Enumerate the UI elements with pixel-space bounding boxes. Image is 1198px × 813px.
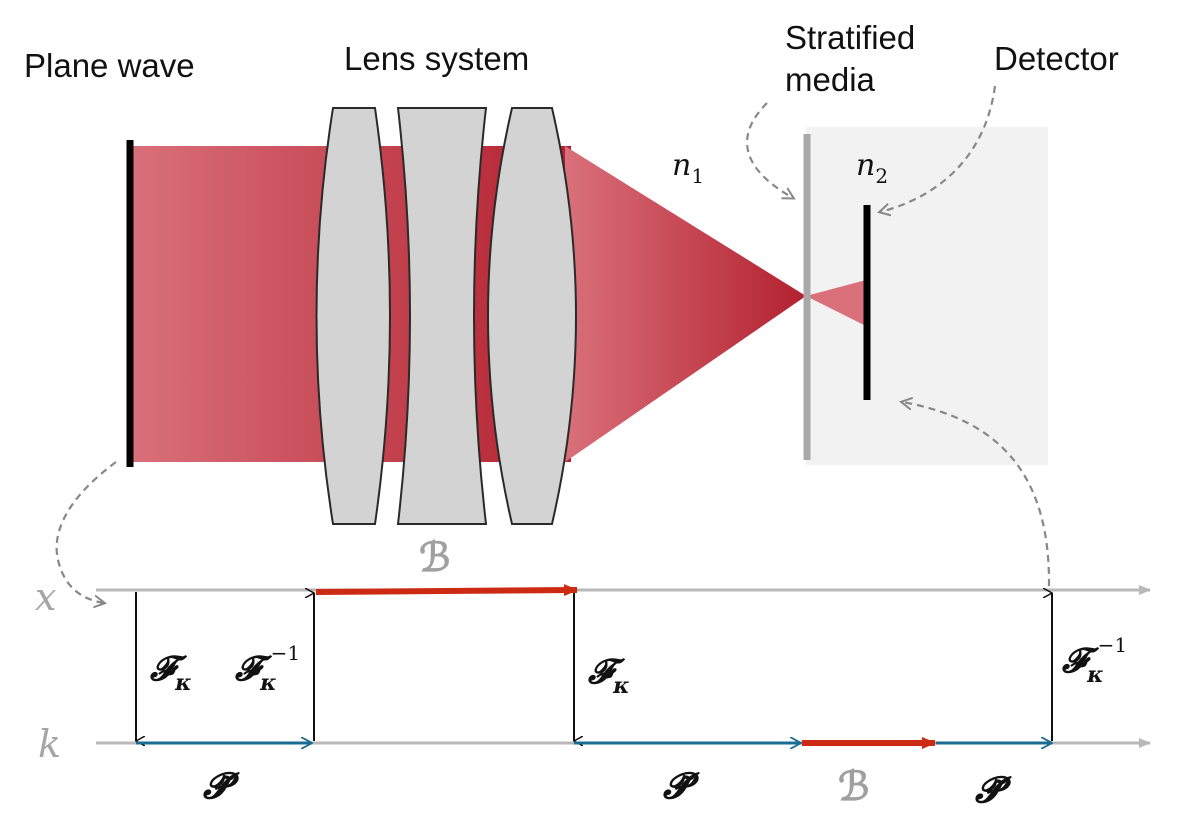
detector-pointer [880, 85, 997, 212]
plane-wave-label: Plane wave [24, 47, 195, 84]
n2-label: n2 [856, 148, 888, 188]
transmitted-beam [806, 280, 866, 326]
converging-beam [565, 146, 806, 462]
lens-3-biconvex [487, 107, 577, 525]
inverse-fourier-label-1: 𝓕κ−1 [234, 641, 300, 696]
stratified-media-label-line2: media [785, 61, 876, 98]
lens-operator-arrow-x [315, 584, 578, 597]
stratified-media-label-line1: Stratified [785, 19, 915, 56]
lens-system-label: Lens system [344, 40, 529, 77]
k-axis-label: k [38, 722, 61, 766]
x-axis-label: x [35, 575, 56, 619]
propagation-P-label-2: 𝓟̃ [663, 765, 700, 807]
interface-operator-B-label: ℬ [838, 765, 869, 808]
x-to-detector-pointer [902, 402, 1051, 587]
plane-wave-to-x-pointer [55, 461, 117, 603]
fourier-label-2: 𝓕κ [587, 652, 630, 699]
stratified-media-pointer [745, 102, 793, 198]
inverse-fourier-label-2: 𝓕κ−1 [1061, 633, 1127, 688]
propagation-P-label-1: 𝓟̃ [203, 765, 240, 807]
lens-operator-B-label: ℬ [419, 536, 450, 580]
detector-label: Detector [994, 40, 1119, 77]
lens-1-biconvex [315, 107, 391, 525]
n1-label: n1 [672, 148, 704, 188]
lens-2-biconcave [396, 107, 488, 525]
propagation-P-label-3: 𝓟̃ [975, 769, 1012, 808]
fourier-label-1: 𝓕κ [149, 649, 192, 696]
